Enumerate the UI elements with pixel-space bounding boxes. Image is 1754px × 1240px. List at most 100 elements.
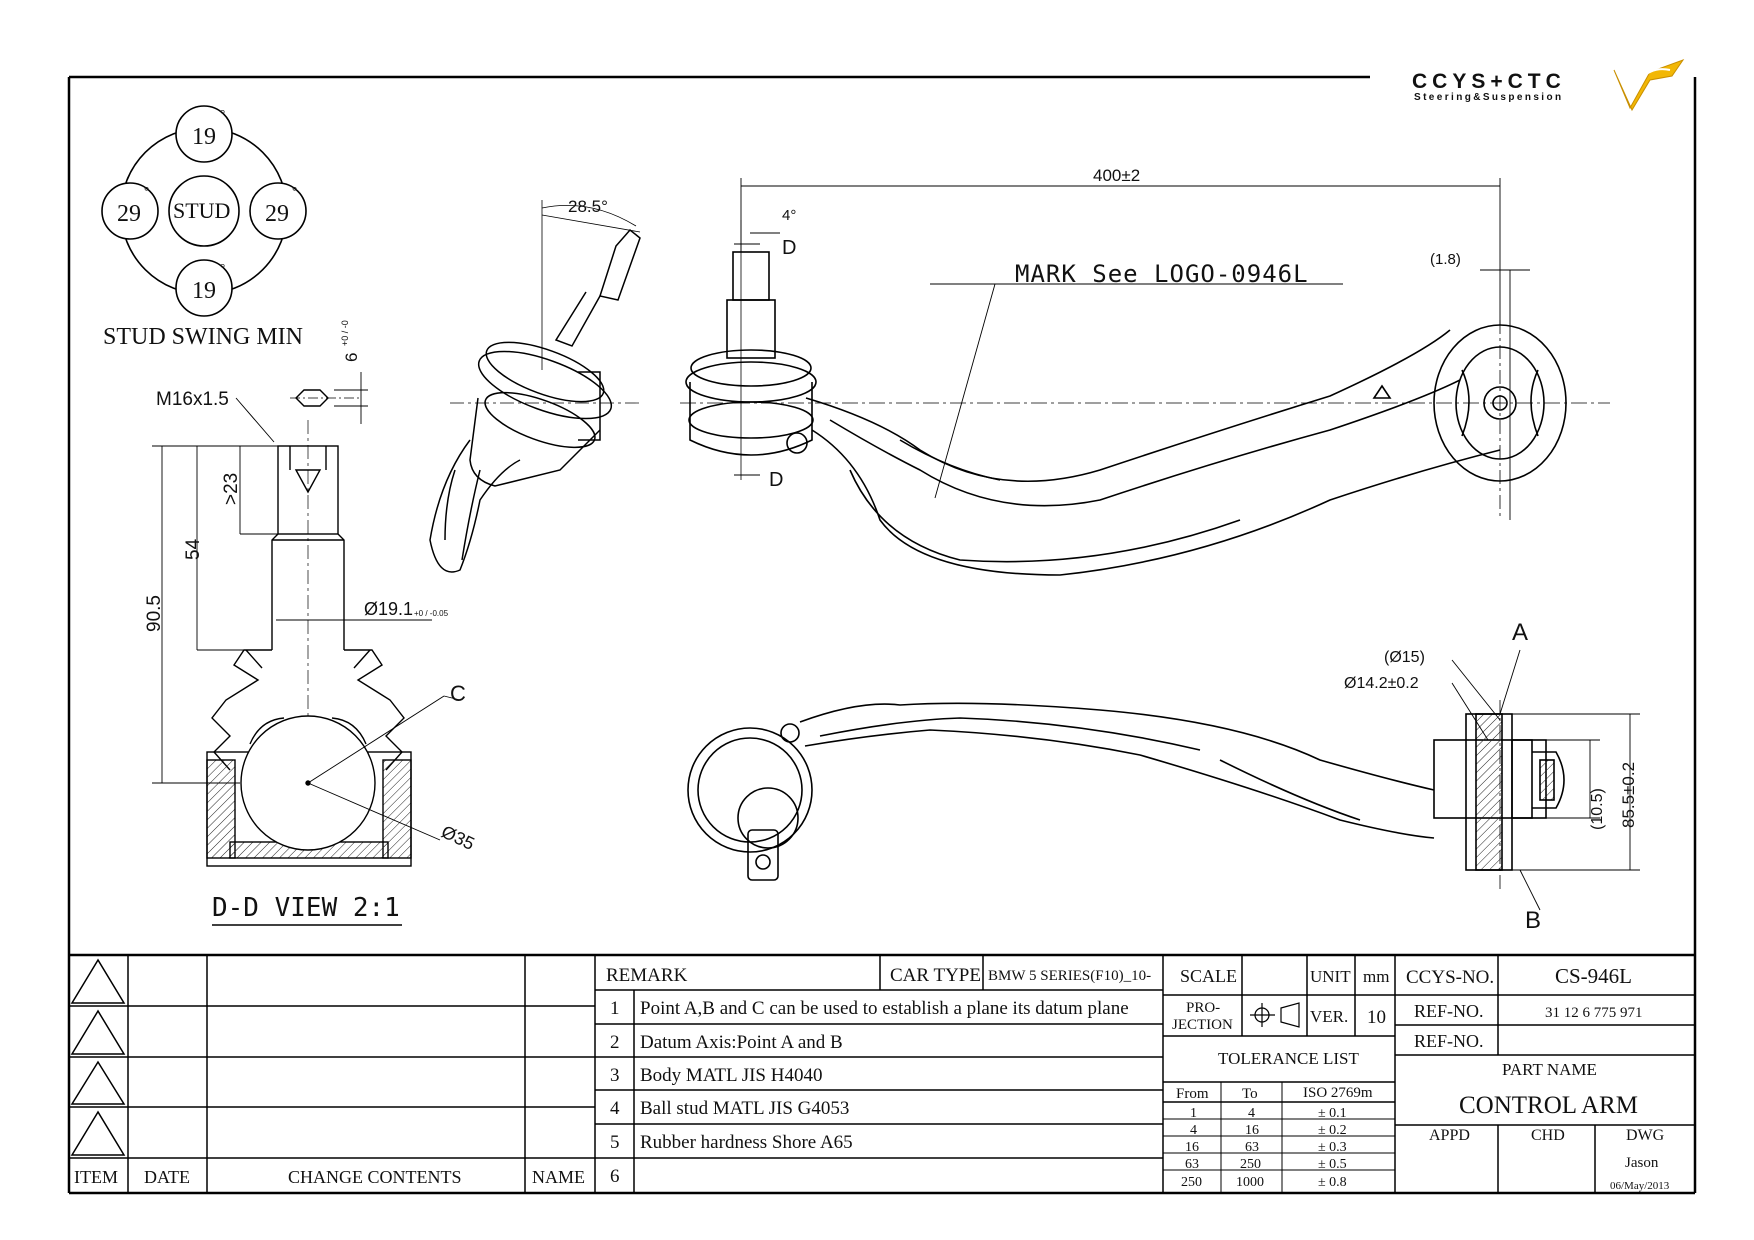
rev-header-item: ITEM (74, 1167, 118, 1187)
swing-top-degree: ° (220, 106, 225, 121)
dd-dia-35: Ø35 (438, 821, 477, 854)
drawer-name: Jason (1625, 1155, 1659, 1171)
remark-4-text: Ball stud MATL JIS G4053 (640, 1098, 849, 1119)
remark-header: REMARK (606, 965, 688, 986)
tol-row-1-to: 4 (1248, 1106, 1255, 1121)
dd-dia-19-1-tolerance: +0 / -0.05 (414, 609, 449, 618)
dd-dim-6-tolerance: +0 / -0 (340, 320, 350, 346)
top-offset-dim: (1.8) (1430, 251, 1461, 268)
top-view-dimensions (734, 178, 1530, 520)
ref-no-label: REF-NO. (1414, 1001, 1484, 1021)
dwg-label: DWG (1626, 1127, 1665, 1144)
ref-no-value: 31 12 6 775 971 (1545, 1005, 1643, 1021)
tol-row-3-to: 63 (1245, 1140, 1259, 1155)
rev-header-name: NAME (532, 1167, 585, 1187)
tol-row-3-iso: ± 0.3 (1318, 1140, 1347, 1155)
ref-no2-label: REF-NO. (1414, 1031, 1484, 1051)
tol-row-1-from: 1 (1190, 1106, 1197, 1121)
remark-5-text: Rubber hardness Shore A65 (640, 1132, 853, 1153)
top-section-d-lower: D (769, 469, 783, 491)
tolerance-title: TOLERANCE LIST (1218, 1049, 1359, 1068)
side-point-a: A (1512, 619, 1528, 646)
dd-thread-label: M16x1.5 (156, 389, 229, 410)
dd-dim-90-5: 90.5 (144, 595, 165, 632)
ver-label: VER. (1310, 1007, 1348, 1026)
swing-top-value: 19 (192, 124, 216, 150)
remark-3-no: 3 (610, 1065, 620, 1086)
tol-row-4-to: 250 (1240, 1157, 1261, 1172)
dd-point-c: C (450, 681, 466, 706)
tol-row-5-iso: ± 0.8 (1318, 1175, 1347, 1190)
chd-label: CHD (1531, 1127, 1565, 1144)
projection-label-2: JECTION (1172, 1017, 1233, 1033)
part-name-label: PART NAME (1502, 1060, 1597, 1079)
top-view-control-arm (680, 220, 1610, 576)
swing-bottom-value: 19 (192, 278, 216, 304)
tol-row-2-to: 16 (1245, 1123, 1259, 1138)
car-type-value: BMW 5 SERIES(F10)_10- (988, 968, 1151, 984)
tol-row-2-iso: ± 0.2 (1318, 1123, 1347, 1138)
remark-1-text: Point A,B and C can be used to establish… (640, 998, 1129, 1019)
remark-2-no: 2 (610, 1032, 620, 1053)
rev-header-date: DATE (144, 1167, 190, 1187)
remark-3-text: Body MATL JIS H4040 (640, 1065, 822, 1086)
top-angle-dim: 4° (782, 207, 796, 224)
side-dim-10-5: (10.5) (1589, 788, 1606, 830)
title-block-grid (69, 953, 1695, 1193)
ccys-no-value: CS-946L (1555, 964, 1632, 988)
swing-right-value: 29 (265, 201, 289, 227)
part-name-value: CONTROL ARM (1459, 1092, 1638, 1119)
side-view-dimensions (1451, 649, 1640, 911)
drawing-date: 06/May/2013 (1610, 1180, 1670, 1192)
top-length-dim: 400±2 (1093, 166, 1140, 185)
unit-value: mm (1363, 967, 1389, 986)
scale-label: SCALE (1180, 966, 1237, 986)
unit-label: UNIT (1310, 967, 1351, 986)
side-view-control-arm (687, 700, 1565, 890)
tol-header-to: To (1242, 1086, 1258, 1102)
dd-view-title: D-D VIEW 2:1 (212, 893, 400, 923)
iso-angle-label: 28.5° (568, 197, 608, 216)
ccys-no-label: CCYS-NO. (1406, 967, 1494, 988)
dd-dimensions (152, 372, 461, 784)
stud-swing-diagram (101, 105, 307, 317)
stud-swing-title: STUD SWING MIN (103, 324, 303, 350)
isometric-joint-view (429, 200, 641, 573)
swing-bottom-degree: ° (220, 260, 225, 275)
logo-tagline: Steering&Suspension (1414, 92, 1564, 103)
side-dia-14-2: Ø14.2±0.2 (1344, 675, 1419, 692)
side-point-b: B (1525, 907, 1541, 934)
tol-row-3-from: 16 (1185, 1140, 1199, 1155)
projection-symbol-icon (1250, 1002, 1300, 1028)
remark-6-no: 6 (610, 1166, 620, 1187)
appd-label: APPD (1429, 1127, 1470, 1144)
tol-row-5-to: 1000 (1236, 1175, 1264, 1190)
rev-header-change: CHANGE CONTENTS (288, 1167, 462, 1187)
side-dim-85-5: 85.5±0.2 (1619, 762, 1638, 828)
remark-2-text: Datum Axis:Point A and B (640, 1032, 843, 1053)
remark-1-no: 1 (610, 998, 620, 1019)
side-dia-15: (Ø15) (1384, 649, 1425, 666)
logo-brand: CCYS+CTC (1412, 70, 1566, 93)
logo-swoosh-icon (1613, 58, 1685, 112)
dd-dim-54: 54 (183, 538, 204, 560)
company-logo: CCYS+CTC Steering&Suspension (1412, 58, 1685, 112)
drawing-frame (67, 75, 1697, 1195)
car-type-label: CAR TYPE (890, 965, 981, 986)
top-section-d-upper: D (782, 237, 796, 259)
tol-row-4-iso: ± 0.5 (1318, 1157, 1347, 1172)
remark-4-no: 4 (610, 1098, 620, 1119)
tol-row-1-iso: ± 0.1 (1318, 1106, 1347, 1121)
tol-row-5-from: 250 (1181, 1175, 1202, 1190)
swing-left-degree: ° (144, 183, 149, 198)
tol-header-from: From (1176, 1086, 1209, 1102)
ver-value: 10 (1367, 1007, 1386, 1028)
tol-row-2-from: 4 (1190, 1123, 1197, 1138)
top-mark-note: MARK See LOGO-0946L (1015, 260, 1309, 288)
swing-right-degree: ° (292, 183, 297, 198)
remark-5-no: 5 (610, 1132, 620, 1153)
projection-label-1: PRO- (1186, 1000, 1220, 1016)
dd-dim-6: 6 (342, 353, 361, 362)
revision-triangles (70, 958, 126, 1156)
